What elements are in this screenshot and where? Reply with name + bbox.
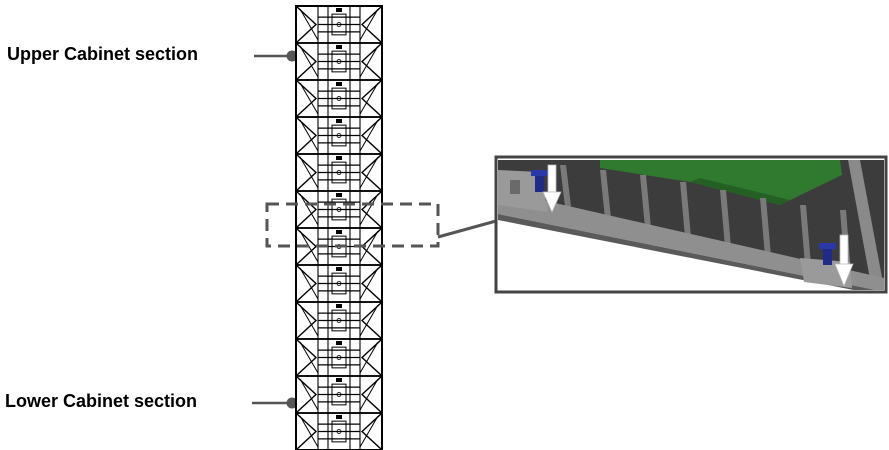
cabinet-stack	[295, 5, 383, 450]
down-arrow-icon	[542, 164, 562, 213]
cabinet-module	[295, 338, 383, 377]
detail-view	[494, 155, 888, 294]
cabinet-module	[295, 153, 383, 192]
lower-leader	[252, 397, 298, 409]
screw-icon	[531, 170, 548, 192]
upper-leader	[254, 50, 298, 62]
pcb-board	[600, 160, 842, 205]
callout-line	[437, 219, 497, 239]
bottom-rail	[498, 190, 884, 290]
cabinet-module	[295, 412, 383, 450]
highlight-box	[265, 202, 440, 248]
cabinet-module	[295, 375, 383, 414]
down-arrow-icon	[834, 234, 854, 288]
cabinet-module	[295, 301, 383, 340]
upper-cabinet-label: Upper Cabinet section	[7, 44, 199, 64]
screw-icon	[819, 243, 836, 265]
lower-cabinet-label: Lower Cabinet section	[5, 391, 198, 411]
cabinet-module	[295, 42, 383, 81]
